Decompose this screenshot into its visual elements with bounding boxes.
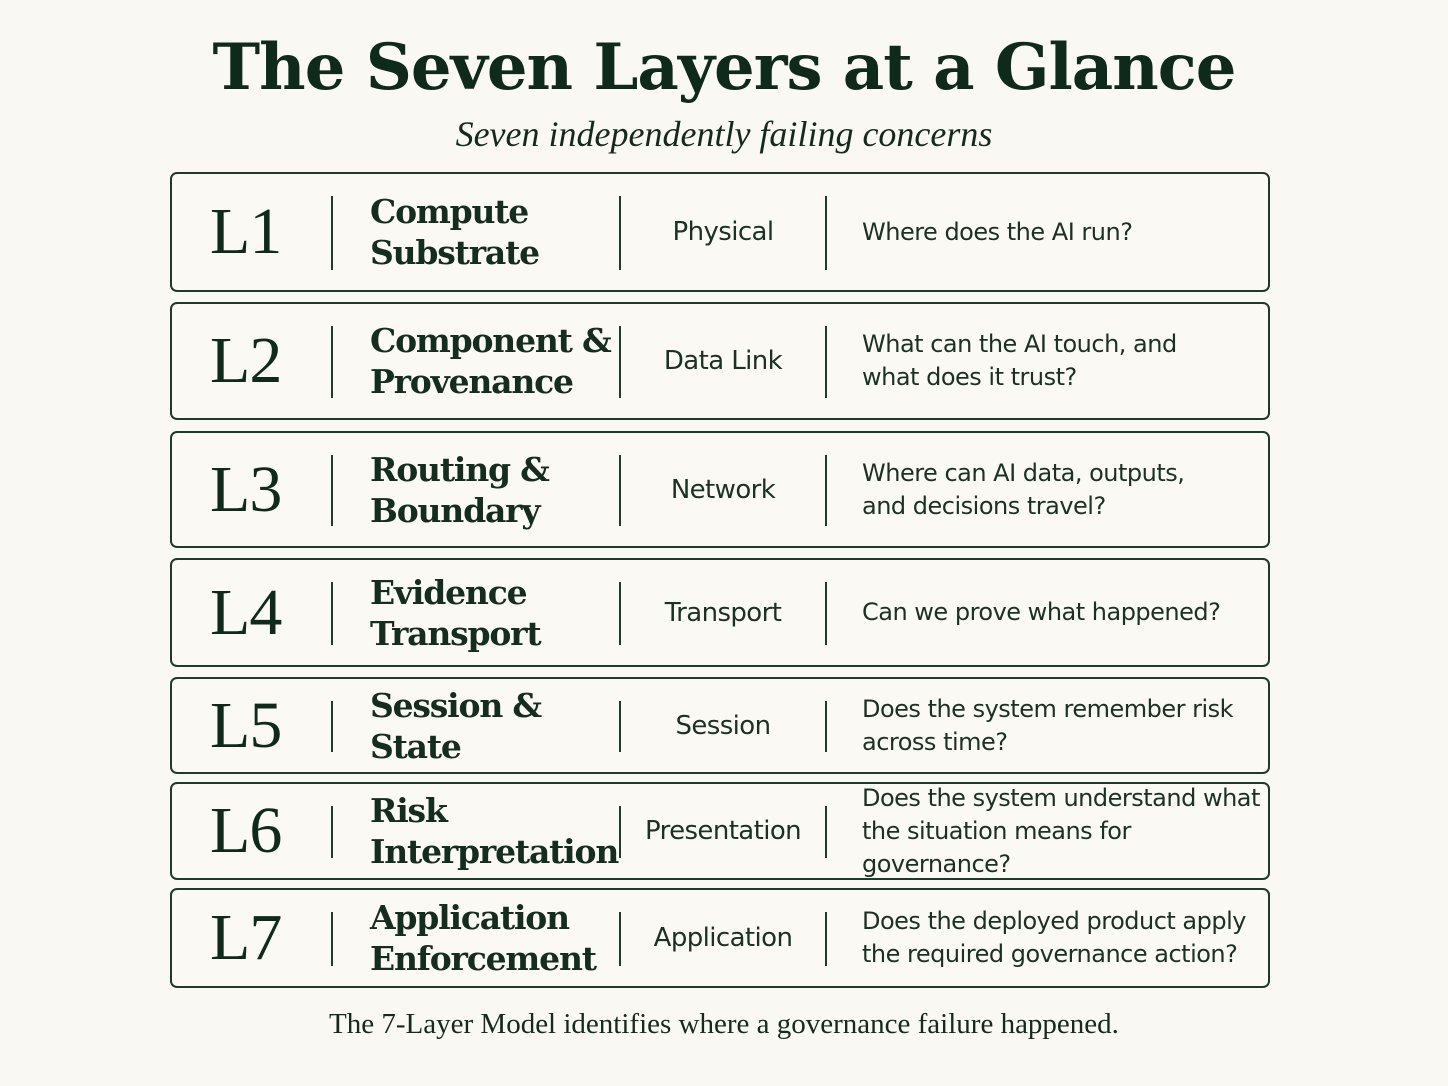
layer-row-l3: L3 Routing & Boundary Network Where can … — [170, 431, 1270, 548]
column-divider — [619, 806, 621, 858]
layer-name-line: Boundary — [370, 490, 541, 530]
layer-id: L5 — [210, 688, 282, 762]
layer-osi-name: Network — [670, 474, 776, 505]
column-divider — [331, 912, 333, 966]
layer-question-line: What can the AI touch, and — [862, 330, 1177, 358]
layer-question-line: the required governance action? — [862, 940, 1238, 968]
layer-question-line: Where can AI data, outputs, — [862, 458, 1185, 487]
layer-name-line: Risk — [370, 791, 448, 830]
layer-question-line: Where does the AI run? — [862, 217, 1133, 246]
footer-note: The 7-Layer Model identifies where a gov… — [329, 1008, 1119, 1040]
layer-row-l5: L5 Session & State Session Does the syst… — [170, 677, 1270, 774]
layer-osi-name: Application — [653, 923, 793, 953]
layer-question-line: what does it trust? — [862, 363, 1077, 391]
column-divider — [619, 701, 621, 752]
layer-question-line: Does the deployed product apply — [862, 907, 1246, 935]
column-divider — [825, 582, 827, 645]
column-divider — [331, 806, 333, 858]
layer-id: L3 — [210, 452, 282, 526]
column-divider — [619, 455, 621, 526]
layer-name: Routing & Boundary — [370, 433, 618, 546]
layer-question: Does the system understand what the situ… — [862, 784, 1262, 878]
layer-name-line: Routing & — [370, 449, 550, 489]
layer-name: Application Enforcement — [370, 890, 618, 986]
layer-question-line: Can we prove what happened? — [862, 598, 1221, 626]
layer-question: Does the deployed product apply the requ… — [862, 890, 1262, 986]
layer-row-l2: L2 Component & Provenance Data Link What… — [170, 302, 1270, 420]
layer-question: What can the AI touch, and what does it … — [862, 304, 1262, 418]
layer-id: L6 — [210, 794, 282, 867]
layer-question-line: and decisions travel? — [862, 491, 1106, 520]
layer-id: L2 — [210, 324, 282, 397]
column-divider — [331, 196, 333, 270]
layer-row-l4: L4 Evidence Transport Transport Can we p… — [170, 558, 1270, 667]
page-title: The Seven Layers at a Glance — [212, 30, 1237, 105]
column-divider — [619, 196, 621, 270]
layer-name-line: Interpretation — [370, 832, 619, 871]
layer-name-line: Enforcement — [370, 939, 597, 978]
layer-id: L7 — [210, 901, 282, 974]
column-divider — [619, 582, 621, 645]
column-divider — [619, 912, 621, 966]
column-divider — [825, 455, 827, 526]
layer-osi-name: Presentation — [644, 816, 802, 846]
layer-question-line: across time? — [862, 727, 1008, 756]
layer-question-line: the situation means for governance? — [862, 816, 1131, 878]
layer-question: Where can AI data, outputs, and decision… — [862, 433, 1262, 546]
column-divider — [825, 326, 827, 398]
layer-name-line: Session & State — [370, 685, 542, 766]
layer-osi-name: Data Link — [663, 346, 783, 376]
layer-id: L1 — [210, 195, 282, 268]
layer-name: Risk Interpretation — [370, 784, 619, 878]
column-divider — [825, 196, 827, 270]
column-divider — [825, 806, 827, 858]
column-divider — [331, 701, 333, 752]
layer-row-l7: L7 Application Enforcement Application D… — [170, 888, 1270, 988]
layer-question-line: Does the system understand what — [862, 783, 1260, 812]
layer-question: Can we prove what happened? — [862, 560, 1262, 665]
layer-name: Evidence Transport — [370, 560, 618, 665]
layer-question: Where does the AI run? — [862, 174, 1262, 290]
page-subtitle: Seven independently failing concerns — [455, 114, 993, 154]
layer-name-line: Component & — [370, 321, 612, 360]
layer-osi-name: Session — [675, 710, 771, 741]
layer-name: Component & Provenance — [370, 304, 618, 418]
layer-osi-name: Transport — [664, 597, 782, 628]
column-divider — [331, 455, 333, 526]
column-divider — [825, 701, 827, 752]
layer-question: Does the system remember risk across tim… — [862, 679, 1262, 772]
column-divider — [619, 326, 621, 398]
layer-name-line: Substrate — [370, 233, 540, 272]
layer-name: Session & State — [370, 679, 618, 772]
column-divider — [331, 326, 333, 398]
layer-name-line: Provenance — [370, 362, 574, 401]
layer-row-l1: L1 Compute Substrate Physical Where does… — [170, 172, 1270, 292]
layer-name-line: Evidence — [370, 572, 528, 612]
layer-id: L4 — [210, 575, 282, 649]
layer-name: Compute Substrate — [370, 174, 618, 290]
layer-name-line: Application — [370, 898, 570, 937]
column-divider — [825, 912, 827, 966]
layer-name-line: Transport — [370, 613, 542, 653]
layer-question-line: Does the system remember risk — [862, 694, 1234, 723]
column-divider — [331, 582, 333, 645]
layer-osi-name: Physical — [672, 217, 775, 247]
layer-name-line: Compute — [370, 192, 529, 231]
layer-row-l6: L6 Risk Interpretation Presentation Does… — [170, 782, 1270, 880]
